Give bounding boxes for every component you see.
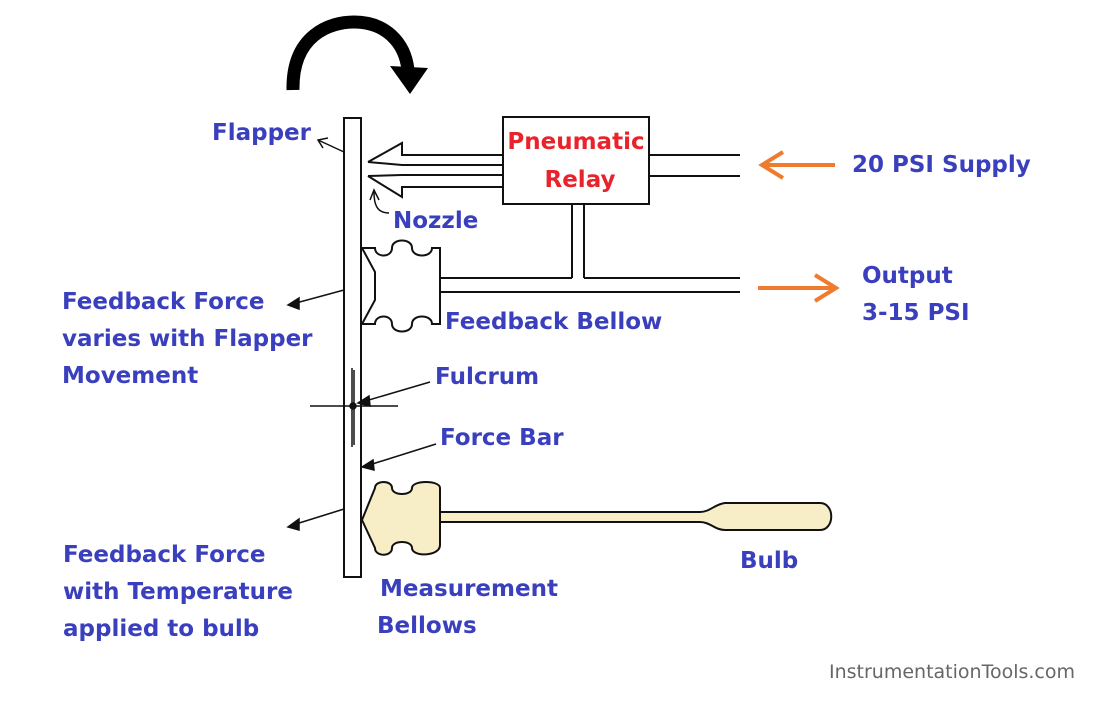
supply-label: 20 PSI Supply — [852, 152, 1031, 178]
nozzle-label: Nozzle — [393, 208, 478, 234]
feedback-force-2-line3: applied to bulb — [63, 616, 259, 642]
capillary-tube — [439, 502, 833, 531]
bulb-label: Bulb — [740, 548, 798, 574]
watermark: InstrumentationTools.com — [829, 661, 1075, 683]
feedback-force-1-line1: Feedback Force — [62, 289, 265, 315]
fulcrum-mark — [310, 368, 398, 447]
measurement-bellows — [360, 481, 441, 556]
supply-pipes — [649, 154, 740, 177]
measurement-bellows-line2: Bellows — [377, 613, 477, 639]
feedback-force-2-line1: Feedback Force — [63, 542, 266, 568]
feedback-force-1-line2: varies with Flapper — [62, 326, 313, 352]
supply-arrow — [758, 150, 835, 180]
feedback-force-1-line3: Movement — [62, 363, 198, 389]
feedback-bellow — [360, 239, 441, 333]
nozzle-pipes — [367, 141, 503, 199]
output-arrow — [758, 273, 840, 303]
force-bar — [343, 117, 362, 578]
fulcrum-label: Fulcrum — [435, 364, 539, 390]
measurement-bellows-line1: Measurement — [380, 576, 558, 602]
rotation-arrow — [286, 15, 428, 94]
relay-label-line1: Pneumatic — [507, 129, 644, 155]
output-label-line2: 3-15 PSI — [862, 300, 970, 326]
output-pipes — [436, 204, 740, 293]
force-bar-label: Force Bar — [440, 425, 564, 451]
output-label-line1: Output — [862, 263, 953, 289]
flapper-label: Flapper — [212, 120, 312, 146]
feedback-bellow-label: Feedback Bellow — [445, 309, 662, 335]
pneumatic-relay-box — [502, 116, 650, 205]
feedback-force-2-line2: with Temperature — [63, 579, 293, 605]
relay-label-line2: Relay — [545, 167, 616, 193]
pointer-arrows — [286, 137, 437, 531]
